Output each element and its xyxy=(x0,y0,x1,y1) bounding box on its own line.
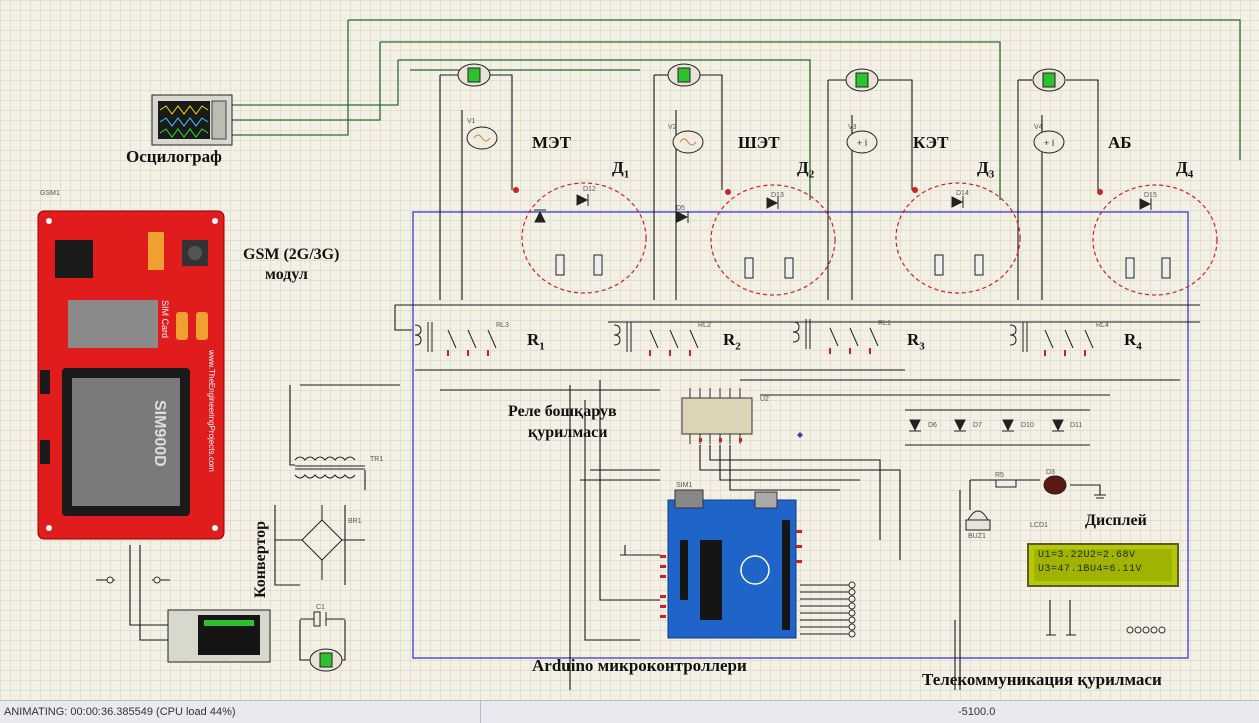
d3-ref: D3 xyxy=(1046,469,1055,476)
animation-status: ANIMATING: 00:00:36.385549 (CPU load 44%… xyxy=(4,706,236,718)
status-bar: ANIMATING: 00:00:36.385549 (CPU load 44%… xyxy=(0,700,1259,723)
d2-label: Д2 xyxy=(797,158,815,181)
gsm-module-label-1: GSM (2G/3G) xyxy=(243,246,340,263)
d3-label: Д3 xyxy=(977,158,995,181)
telecom-frame xyxy=(412,211,1189,659)
display-label: Дисплей xyxy=(1085,512,1147,529)
v4-ref: V4 xyxy=(1034,124,1043,131)
d13-ref: D13 xyxy=(771,192,784,199)
v3-ref: V3 xyxy=(848,124,857,131)
c1-ref: C1 xyxy=(316,604,325,611)
ab-label: АБ xyxy=(1108,133,1132,152)
d7-ref: D7 xyxy=(973,422,982,429)
oscilloscope xyxy=(151,94,233,146)
rl1-ref: RL1 xyxy=(878,320,891,327)
shet-label: ШЭТ xyxy=(738,133,780,152)
v2-ref: V2 xyxy=(668,124,677,131)
br1-ref: BR1 xyxy=(348,518,362,525)
d3-circle xyxy=(895,182,1021,294)
d4-label: Д4 xyxy=(1176,158,1194,181)
gsm-board xyxy=(37,210,225,540)
d14-ref: D14 xyxy=(956,190,969,197)
rl4-ref: RL4 xyxy=(1096,322,1109,329)
r2-label: R2 xyxy=(723,330,741,353)
url-text: www.TheEngineeringProjects.com xyxy=(207,350,216,472)
rl2-ref: RL2 xyxy=(698,322,711,329)
met-label: МЭТ xyxy=(532,133,571,152)
sim900d-text: SIM900D xyxy=(151,400,168,467)
r3-label: R3 xyxy=(907,330,925,353)
coordinate-readout: -5100.0 xyxy=(958,706,996,718)
d11-ref: D11 xyxy=(1070,422,1083,429)
converter-label: Конвертор xyxy=(252,521,269,598)
svg-text:+ I: + I xyxy=(1044,138,1054,148)
telecom-label: Телекоммуникация қурилмаси xyxy=(922,670,1162,689)
sim-card-text: SIM Card xyxy=(160,300,170,339)
d1-label: Д1 xyxy=(612,158,630,181)
led xyxy=(1043,475,1067,495)
d15-ref: D15 xyxy=(1144,192,1157,199)
r1-label: R1 xyxy=(527,330,545,353)
lcd-line-1: U1=3.22U2=2.68V xyxy=(1038,550,1136,561)
d6-ref: D6 xyxy=(928,422,937,429)
schematic-canvas[interactable]: + I + I xyxy=(0,0,1259,700)
virtual-terminal xyxy=(167,609,271,663)
d4-circle xyxy=(1092,184,1218,296)
r4-label: R4 xyxy=(1124,330,1142,353)
ket-label: КЭТ xyxy=(913,133,949,152)
rl3-ref: RL3 xyxy=(496,322,509,329)
d5-ref: D5 xyxy=(676,205,685,212)
sim1-ref: SIM1 xyxy=(676,482,693,489)
lcd-ref: LCD1 xyxy=(1030,522,1048,529)
relay-controller-label-1: Реле бошқарув xyxy=(508,403,617,420)
gsm-module-label-2: модул xyxy=(265,266,308,283)
status-divider xyxy=(480,701,481,723)
svg-text:+ I: + I xyxy=(857,138,867,148)
v1-ref: V1 xyxy=(467,118,476,125)
relay-controller-chip xyxy=(681,397,753,435)
gsm-ref: GSM1 xyxy=(40,190,60,197)
buzzer-ref: BUZ1 xyxy=(968,533,986,540)
oscillograph-label: Осцилограф xyxy=(126,147,222,166)
relay-controller-label-2: қурилмаси xyxy=(528,424,608,441)
u2-ref: U2 xyxy=(760,396,769,403)
d2-circle xyxy=(710,184,836,296)
arduino-board xyxy=(667,489,797,639)
circuit-wiring: + I + I xyxy=(37,19,1241,690)
tr1-ref: TR1 xyxy=(370,456,384,463)
d12-ref: D12 xyxy=(583,186,596,193)
r5-ref: R5 xyxy=(995,472,1004,479)
d1-circle xyxy=(521,182,647,294)
lcd-display: U1=3.22U2=2.68V U3=47.1BU4=6.11V xyxy=(1027,543,1179,587)
arduino-label: Arduino микроконтроллери xyxy=(532,656,747,675)
d10-ref: D10 xyxy=(1021,422,1034,429)
lcd-line-2: U3=47.1BU4=6.11V xyxy=(1038,564,1143,575)
